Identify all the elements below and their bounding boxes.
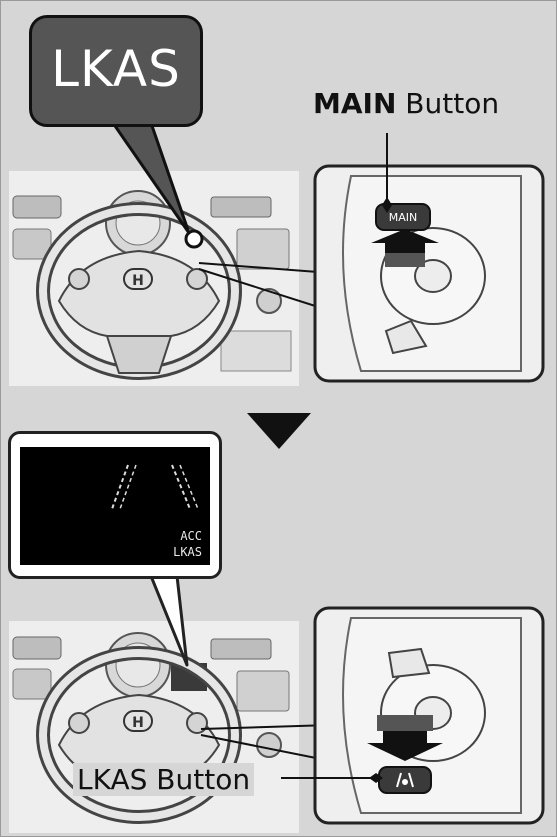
main-button-label-rest: Button xyxy=(396,87,500,120)
lkas-indicator-callout: LKAS xyxy=(29,15,203,127)
lkas-button-label: LKAS Button xyxy=(73,763,255,796)
lkas-indicator-label: LKAS xyxy=(51,40,181,98)
press-arrow-icon xyxy=(367,715,443,761)
lane-lines-icon xyxy=(111,464,199,510)
arrow-down-icon xyxy=(247,413,311,449)
main-button-label: MAIN Button xyxy=(313,87,499,120)
dashboard-top: H xyxy=(9,171,299,386)
main-button-label-bold: MAIN xyxy=(313,87,397,120)
svg-text:H: H xyxy=(132,273,144,289)
display-acc-text: ACC xyxy=(180,529,202,543)
lane-keep-icon xyxy=(396,772,414,788)
instrument-display-callout: ACC LKAS xyxy=(8,431,222,579)
switch-panel-top xyxy=(342,175,522,372)
instrument-display-screen: ACC LKAS xyxy=(20,447,210,565)
display-lkas-text: LKAS xyxy=(173,545,202,559)
main-switch-text: MAIN xyxy=(388,211,418,224)
svg-text:H: H xyxy=(132,715,144,731)
press-arrow-icon xyxy=(371,229,439,267)
